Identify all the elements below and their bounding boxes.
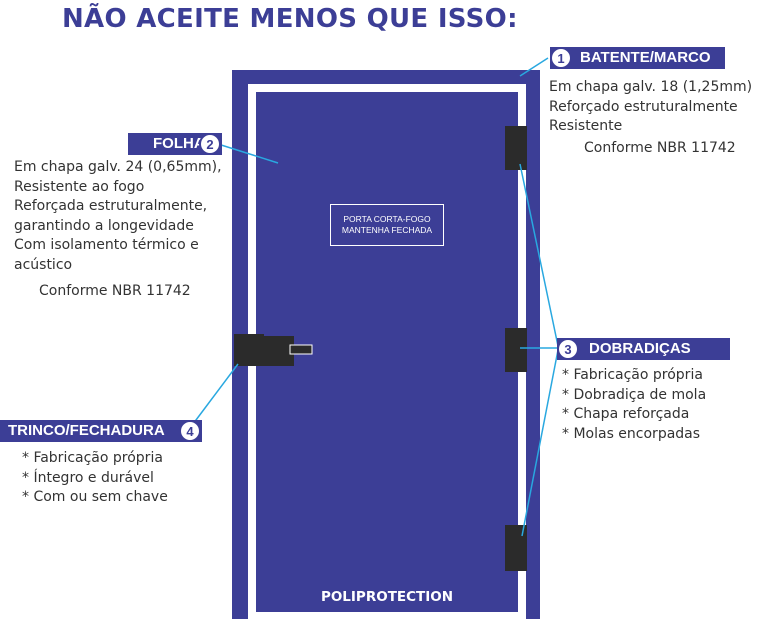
- door-sign: PORTA CORTA-FOGO MANTENHA FECHADA: [330, 204, 444, 246]
- callout-folha-title: FOLHA: [153, 135, 205, 152]
- desc-line: Em chapa galv. 18 (1,25mm): [549, 79, 753, 95]
- hinge-bottom: [505, 525, 527, 571]
- hinge-middle: [505, 328, 527, 372]
- callout-batente-title: BATENTE/MARCO: [580, 49, 711, 66]
- desc-line: Reforçado estruturalmente: [549, 98, 738, 115]
- callout-batente-number: 1: [550, 47, 572, 69]
- door-sign-line2: MANTENHA FECHADA: [341, 225, 433, 235]
- desc-line: * Chapa reforçada: [562, 406, 690, 422]
- callout-dobradicas-number: 3: [557, 338, 579, 360]
- callout-batente-norm: Conforme NBR 11742: [584, 140, 736, 156]
- desc-line: Resistente: [549, 118, 623, 134]
- desc-line: * Fabricação própria: [22, 450, 163, 466]
- leader-dobradica-top: [519, 163, 559, 347]
- desc-line: garantindo a longevidade: [14, 217, 194, 234]
- leader-batente: [519, 57, 549, 77]
- leader-trinco: [189, 363, 239, 429]
- desc-line: Com isolamento térmico e: [14, 237, 199, 253]
- callout-folha-number: 2: [199, 133, 221, 155]
- callout-folha-desc: Em chapa galv. 24 (0,65mm), Resistente a…: [14, 158, 222, 275]
- leader-dobradica-bottom: [521, 349, 559, 537]
- callout-dobradicas-tag: 3 DOBRADIÇAS: [557, 338, 730, 360]
- desc-line: * Íntegro e durável: [22, 469, 154, 486]
- door-sign-line1: PORTA CORTA-FOGO: [343, 214, 431, 224]
- desc-line: * Fabricação própria: [562, 367, 703, 383]
- desc-line: Em chapa galv. 24 (0,65mm),: [14, 159, 222, 175]
- leader-lines: [189, 57, 559, 537]
- callout-folha-tag: FOLHA 2: [128, 133, 222, 155]
- desc-line: * Com ou sem chave: [22, 489, 168, 505]
- callout-trinco-number: 4: [179, 420, 201, 442]
- callout-batente-desc: Em chapa galv. 18 (1,25mm) Reforçado est…: [549, 78, 752, 137]
- desc-line: Reforçada estruturalmente,: [14, 198, 208, 214]
- callout-dobradicas-title: DOBRADIÇAS: [589, 340, 691, 357]
- page-heading: NÃO ACEITE MENOS QUE ISSO:: [62, 4, 518, 34]
- lock-handle: [289, 344, 313, 355]
- callout-dobradicas-desc: * Fabricação própria * Dobradiça de mola…: [562, 366, 706, 444]
- callout-batente-tag: 1 BATENTE/MARCO: [550, 47, 725, 69]
- callout-folha-norm: Conforme NBR 11742: [39, 283, 191, 299]
- callout-trinco-desc: * Fabricação própria * Íntegro e durável…: [22, 449, 168, 508]
- door-brand: POLIPROTECTION: [320, 589, 454, 605]
- desc-line: * Dobradiça de mola: [562, 386, 707, 403]
- lock-body: [234, 334, 264, 366]
- callout-trinco-title: TRINCO/FECHADURA: [8, 422, 165, 439]
- desc-line: Resistente ao fogo: [14, 178, 145, 195]
- hinge-top: [505, 126, 527, 170]
- leader-folha: [217, 143, 279, 164]
- desc-line: * Molas encorpadas: [562, 425, 701, 442]
- lock-plate: [264, 336, 294, 366]
- desc-line: acústico: [14, 256, 73, 273]
- callout-trinco-tag: TRINCO/FECHADURA 4: [0, 420, 202, 442]
